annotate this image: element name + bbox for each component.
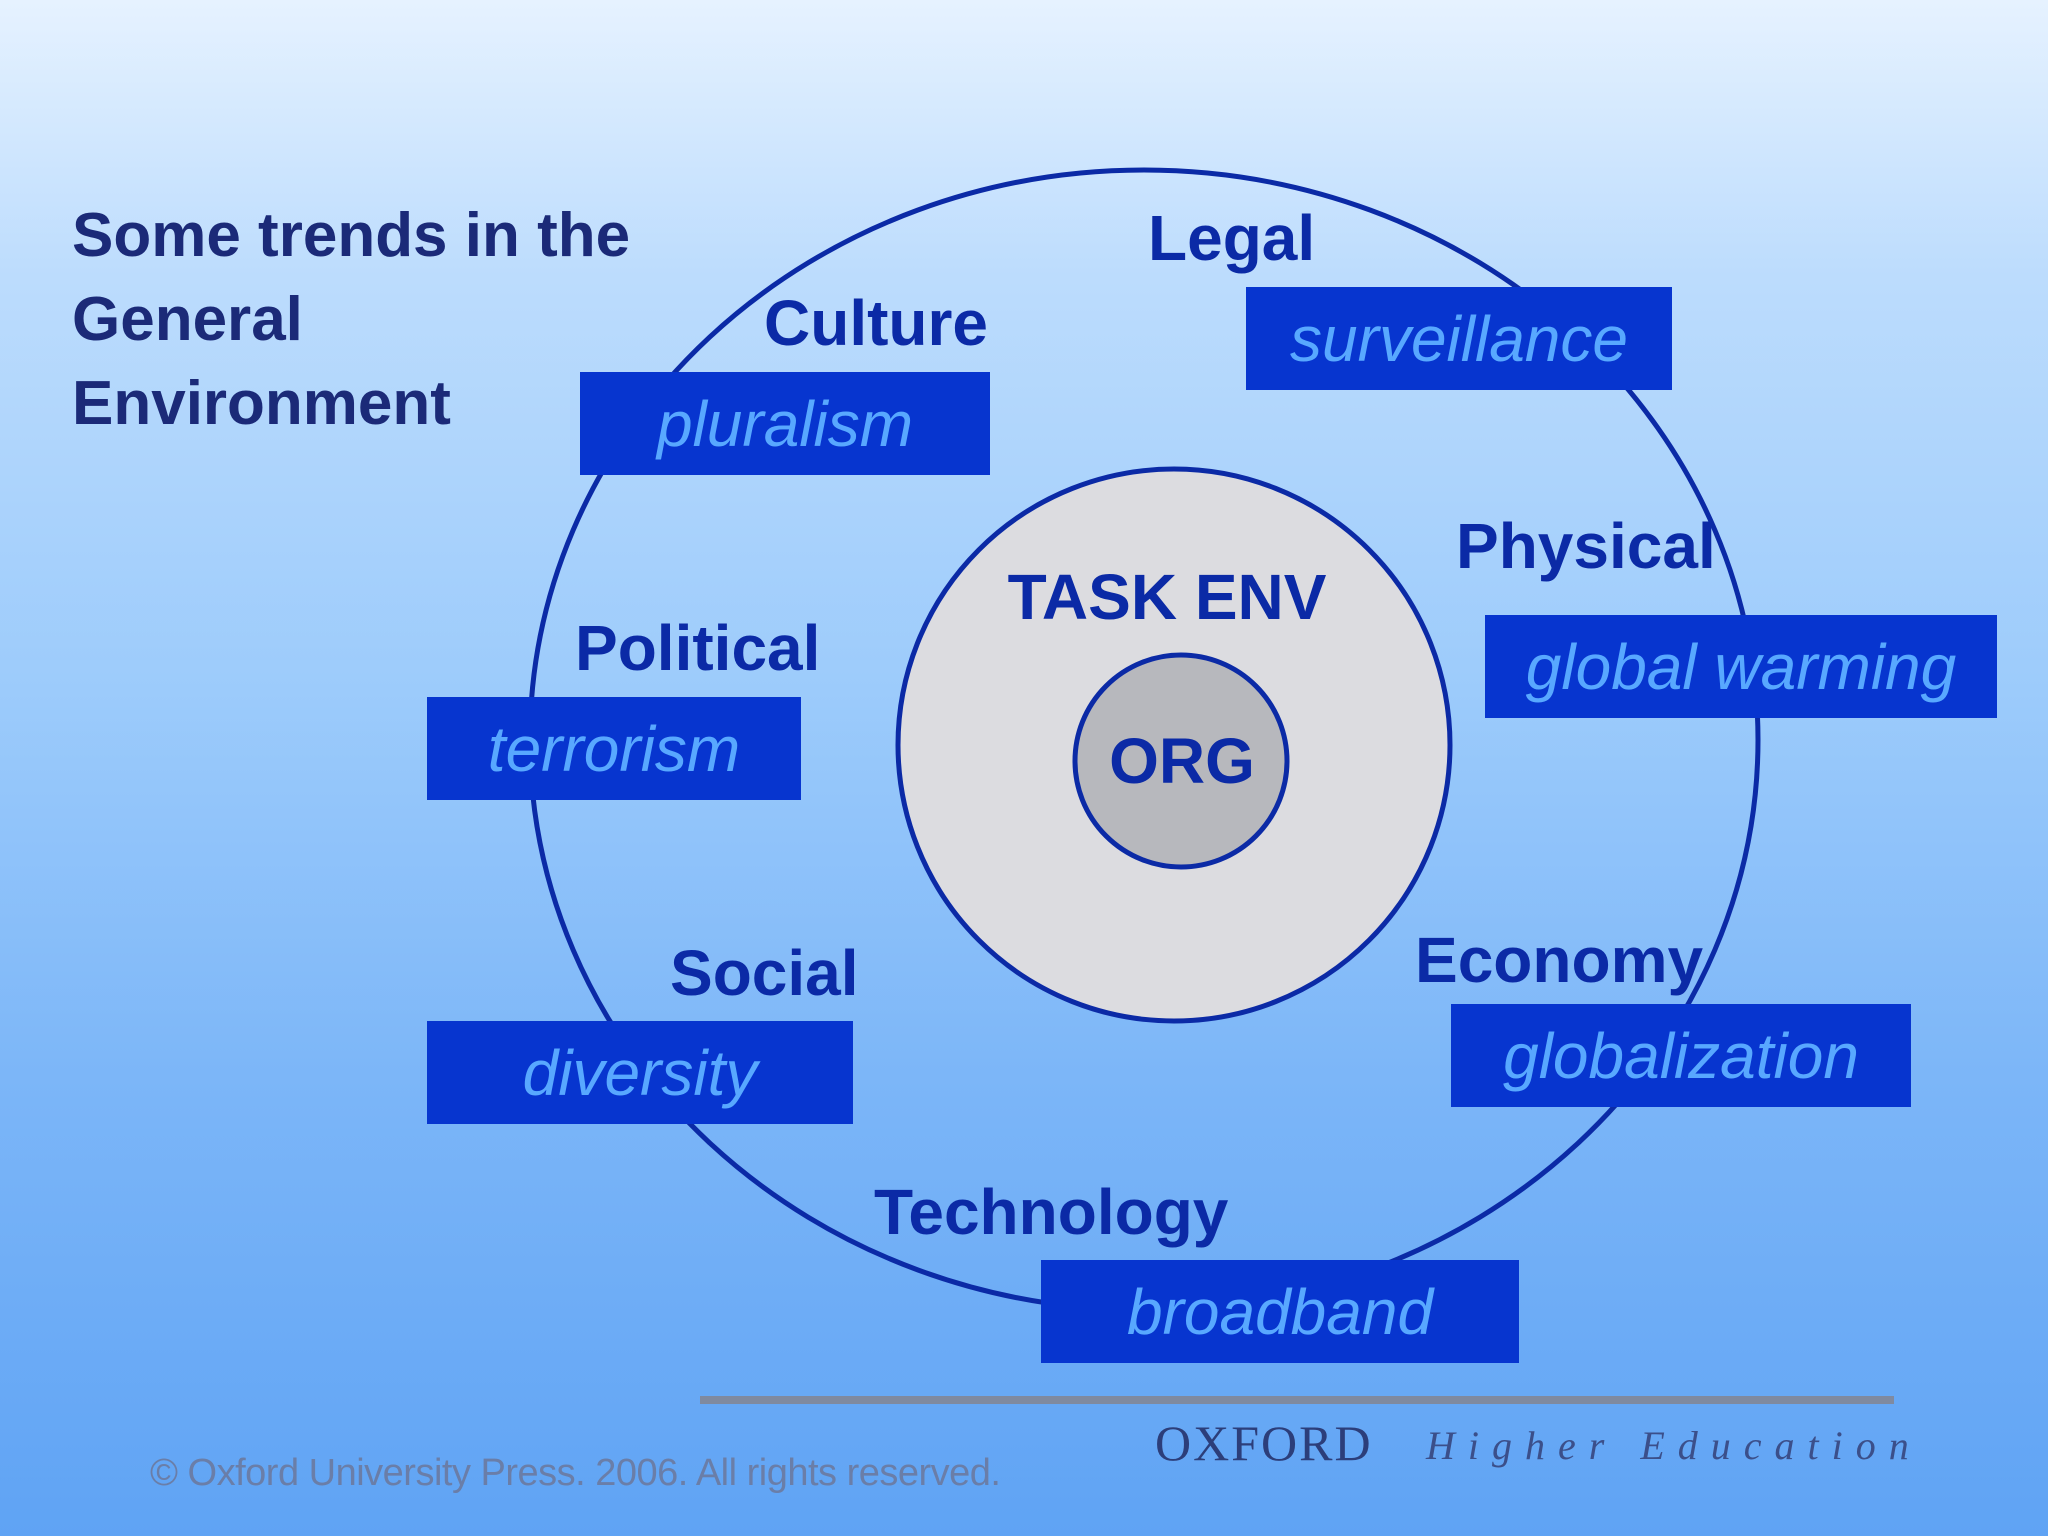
slide-title: Some trends in the General Environment (72, 201, 631, 438)
oxford-wordmark: OXFORD (1155, 1415, 1373, 1471)
category-political: Political (575, 612, 821, 684)
category-legal: Legal (1148, 202, 1316, 274)
higher-education-wordmark: Higher Education (1426, 1423, 1922, 1468)
category-social: Social (670, 937, 859, 1009)
trend-diversity: diversity (427, 1021, 853, 1124)
category-culture: Culture (764, 287, 988, 359)
category-physical: Physical (1456, 510, 1716, 582)
trend-global-warming: global warming (1485, 615, 1997, 718)
footer-rule (700, 1396, 1894, 1404)
category-economy: Economy (1415, 924, 1704, 996)
trend-broadband: broadband (1041, 1260, 1519, 1363)
org-label: ORG (1109, 725, 1255, 797)
organization-circle (1072, 652, 1290, 870)
trend-globalization: globalization (1451, 1004, 1911, 1107)
copyright-notice: © Oxford University Press. 2006. All rig… (150, 1452, 1001, 1494)
trend-terrorism: terrorism (427, 697, 801, 800)
trend-surveillance: surveillance (1246, 287, 1672, 390)
task-env-label: TASK ENV (1007, 561, 1327, 633)
category-technology: Technology (874, 1176, 1229, 1248)
trend-pluralism: pluralism (580, 372, 990, 475)
